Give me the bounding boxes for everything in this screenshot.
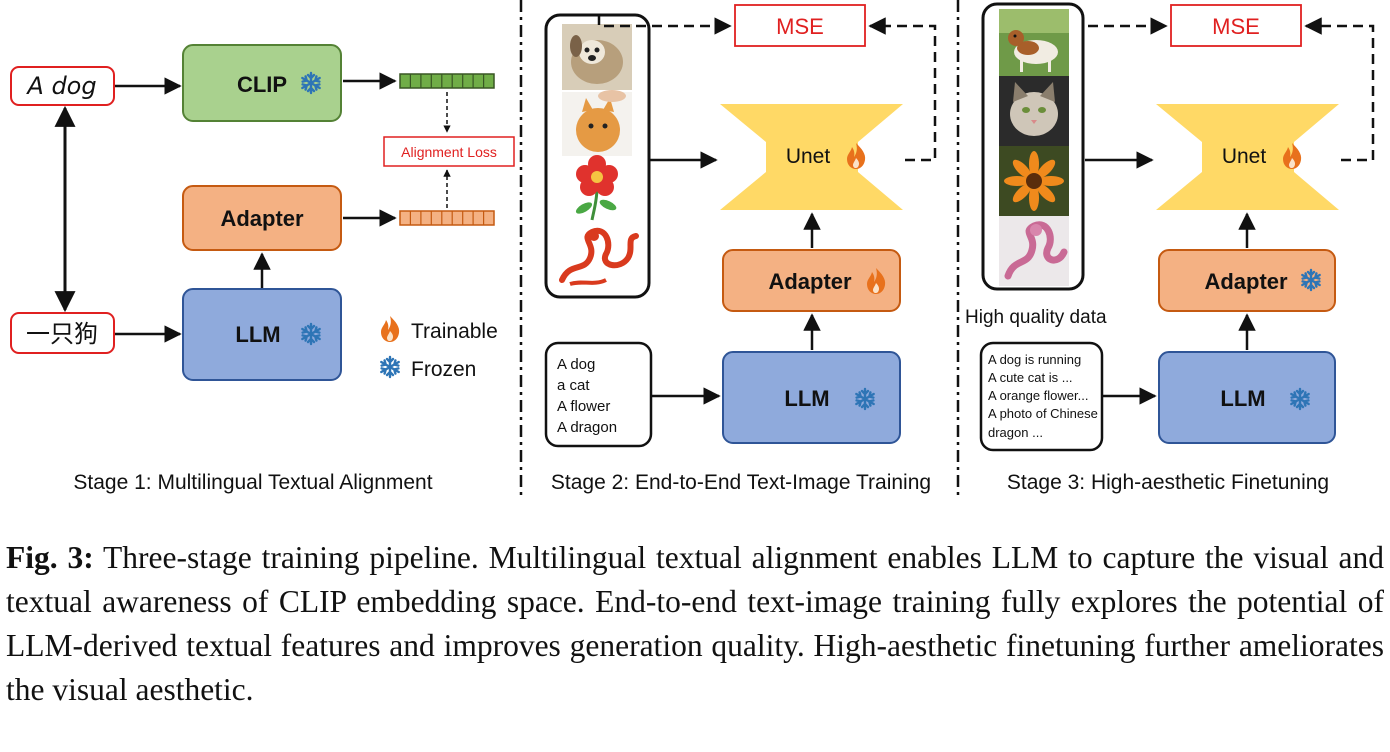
stage3-adapter-block: Adapter (1158, 249, 1336, 312)
stage2-prompt: A dog (557, 356, 595, 373)
legend-frozen: Frozen (411, 358, 476, 381)
stage3-mse: MSE (1170, 4, 1302, 47)
stage1-input-zh-text: 一只狗 (26, 320, 98, 348)
stage1-input-en-text: A dog (25, 72, 96, 100)
stage2-adapter-label: Adapter (768, 269, 852, 294)
stage3-data-label: High quality data (965, 307, 1107, 328)
stage2-title: Stage 2: End-to-End Text-Image Training (551, 471, 931, 494)
stage3-title: Stage 3: High-aesthetic Finetuning (1007, 471, 1329, 494)
dog-image (562, 24, 632, 90)
stage3-prompt-box: A dog is running A cute cat is ... A ora… (979, 341, 1104, 452)
stage3-prompt: dragon ... (988, 425, 1043, 440)
stage2-image-stack (544, 13, 651, 299)
stage3-unet-block: Unet (1156, 104, 1339, 210)
stage2-prompt-box: A dog a cat A flower A dragon (544, 341, 653, 448)
stage3-image-stack (981, 2, 1085, 291)
stage3-adapter-label: Adapter (1204, 269, 1288, 294)
cat-image (562, 90, 632, 156)
stage1-input-zh: 一只狗 (10, 312, 115, 354)
stage1-alignment-loss-text: Alignment Loss (401, 144, 497, 160)
svg-text:A dog a cat A: A dog a cat A flower A dragon (557, 356, 617, 436)
stage1-adapter-block: Adapter (182, 185, 342, 251)
stage1-title: Stage 1: Multilingual Textual Alignment (73, 471, 432, 494)
stage2-mse: MSE (734, 4, 866, 47)
stage2-unet-label: Unet (786, 145, 831, 168)
beagle-image (999, 9, 1069, 76)
flower-image (562, 155, 632, 222)
stage2-llm-label: LLM (784, 386, 829, 411)
stage3-prompt: A photo of Chinese (988, 406, 1098, 421)
stage3-dashed-arrow-unet-mse (1304, 17, 1375, 162)
stage3-prompt: A cute cat is ... (988, 370, 1073, 385)
stage3-prompt: A dog is running (988, 352, 1081, 367)
pink-dragon-image (999, 216, 1069, 286)
stage3: High quality data MSE Unet Adapter LLM (965, 2, 1375, 494)
stage2-dashed-arrow-unet-mse (868, 17, 937, 162)
stage3-prompt: A orange flower... (988, 388, 1088, 403)
orange-flower-image (999, 146, 1069, 216)
stage1-clip-label: CLIP (237, 72, 287, 97)
stage1-clip-embedding (399, 73, 495, 89)
stage2-mse-text: MSE (776, 14, 824, 39)
stage2-adapter-block: Adapter (722, 249, 901, 312)
stage1-adapter-label: Adapter (220, 206, 304, 231)
svg-text:A dog is running A cut: A dog is running A cute cat is ... A ora… (988, 352, 1101, 440)
stage2-prompt: a cat (557, 377, 590, 394)
stage1-adapter-embedding (399, 210, 495, 226)
figure-caption: Fig. 3: Three-stage training pipeline. M… (6, 536, 1384, 712)
stage1-llm-block: LLM (182, 288, 342, 381)
legend-trainable: Trainable (411, 320, 498, 343)
stage2-llm-block: LLM (722, 351, 901, 444)
stage3-unet-label: Unet (1222, 145, 1267, 168)
stage2-prompt: A dragon (557, 419, 617, 436)
stage1-input-en: A dog (10, 66, 115, 106)
stage1-clip-block: CLIP (182, 44, 342, 122)
legend: Trainable Frozen (380, 316, 498, 381)
stage2-unet-block: Unet (720, 104, 903, 210)
stage2-dashed-arrow-images-mse (597, 15, 732, 35)
cat-photo-image (999, 76, 1069, 146)
caption-text: Three-stage training pipeline. Multiling… (6, 540, 1384, 707)
stage2: MSE Unet Adapter LLM (544, 4, 937, 494)
caption-prefix: Fig. 3: (6, 540, 94, 575)
training-pipeline-diagram: A dog 一只狗 CLIP Adapter LLM (10, 0, 1375, 500)
stage3-mse-text: MSE (1212, 14, 1260, 39)
snowflake-icon (380, 355, 400, 379)
stage1: A dog 一只狗 CLIP Adapter LLM (10, 44, 515, 494)
stage3-llm-label: LLM (1220, 386, 1265, 411)
stage1-llm-label: LLM (235, 322, 280, 347)
dragon-image (556, 222, 642, 290)
stage1-alignment-loss: Alignment Loss (383, 136, 515, 167)
fire-icon (381, 316, 400, 342)
stage3-llm-block: LLM (1158, 351, 1336, 444)
stage2-prompt: A flower (557, 398, 610, 415)
